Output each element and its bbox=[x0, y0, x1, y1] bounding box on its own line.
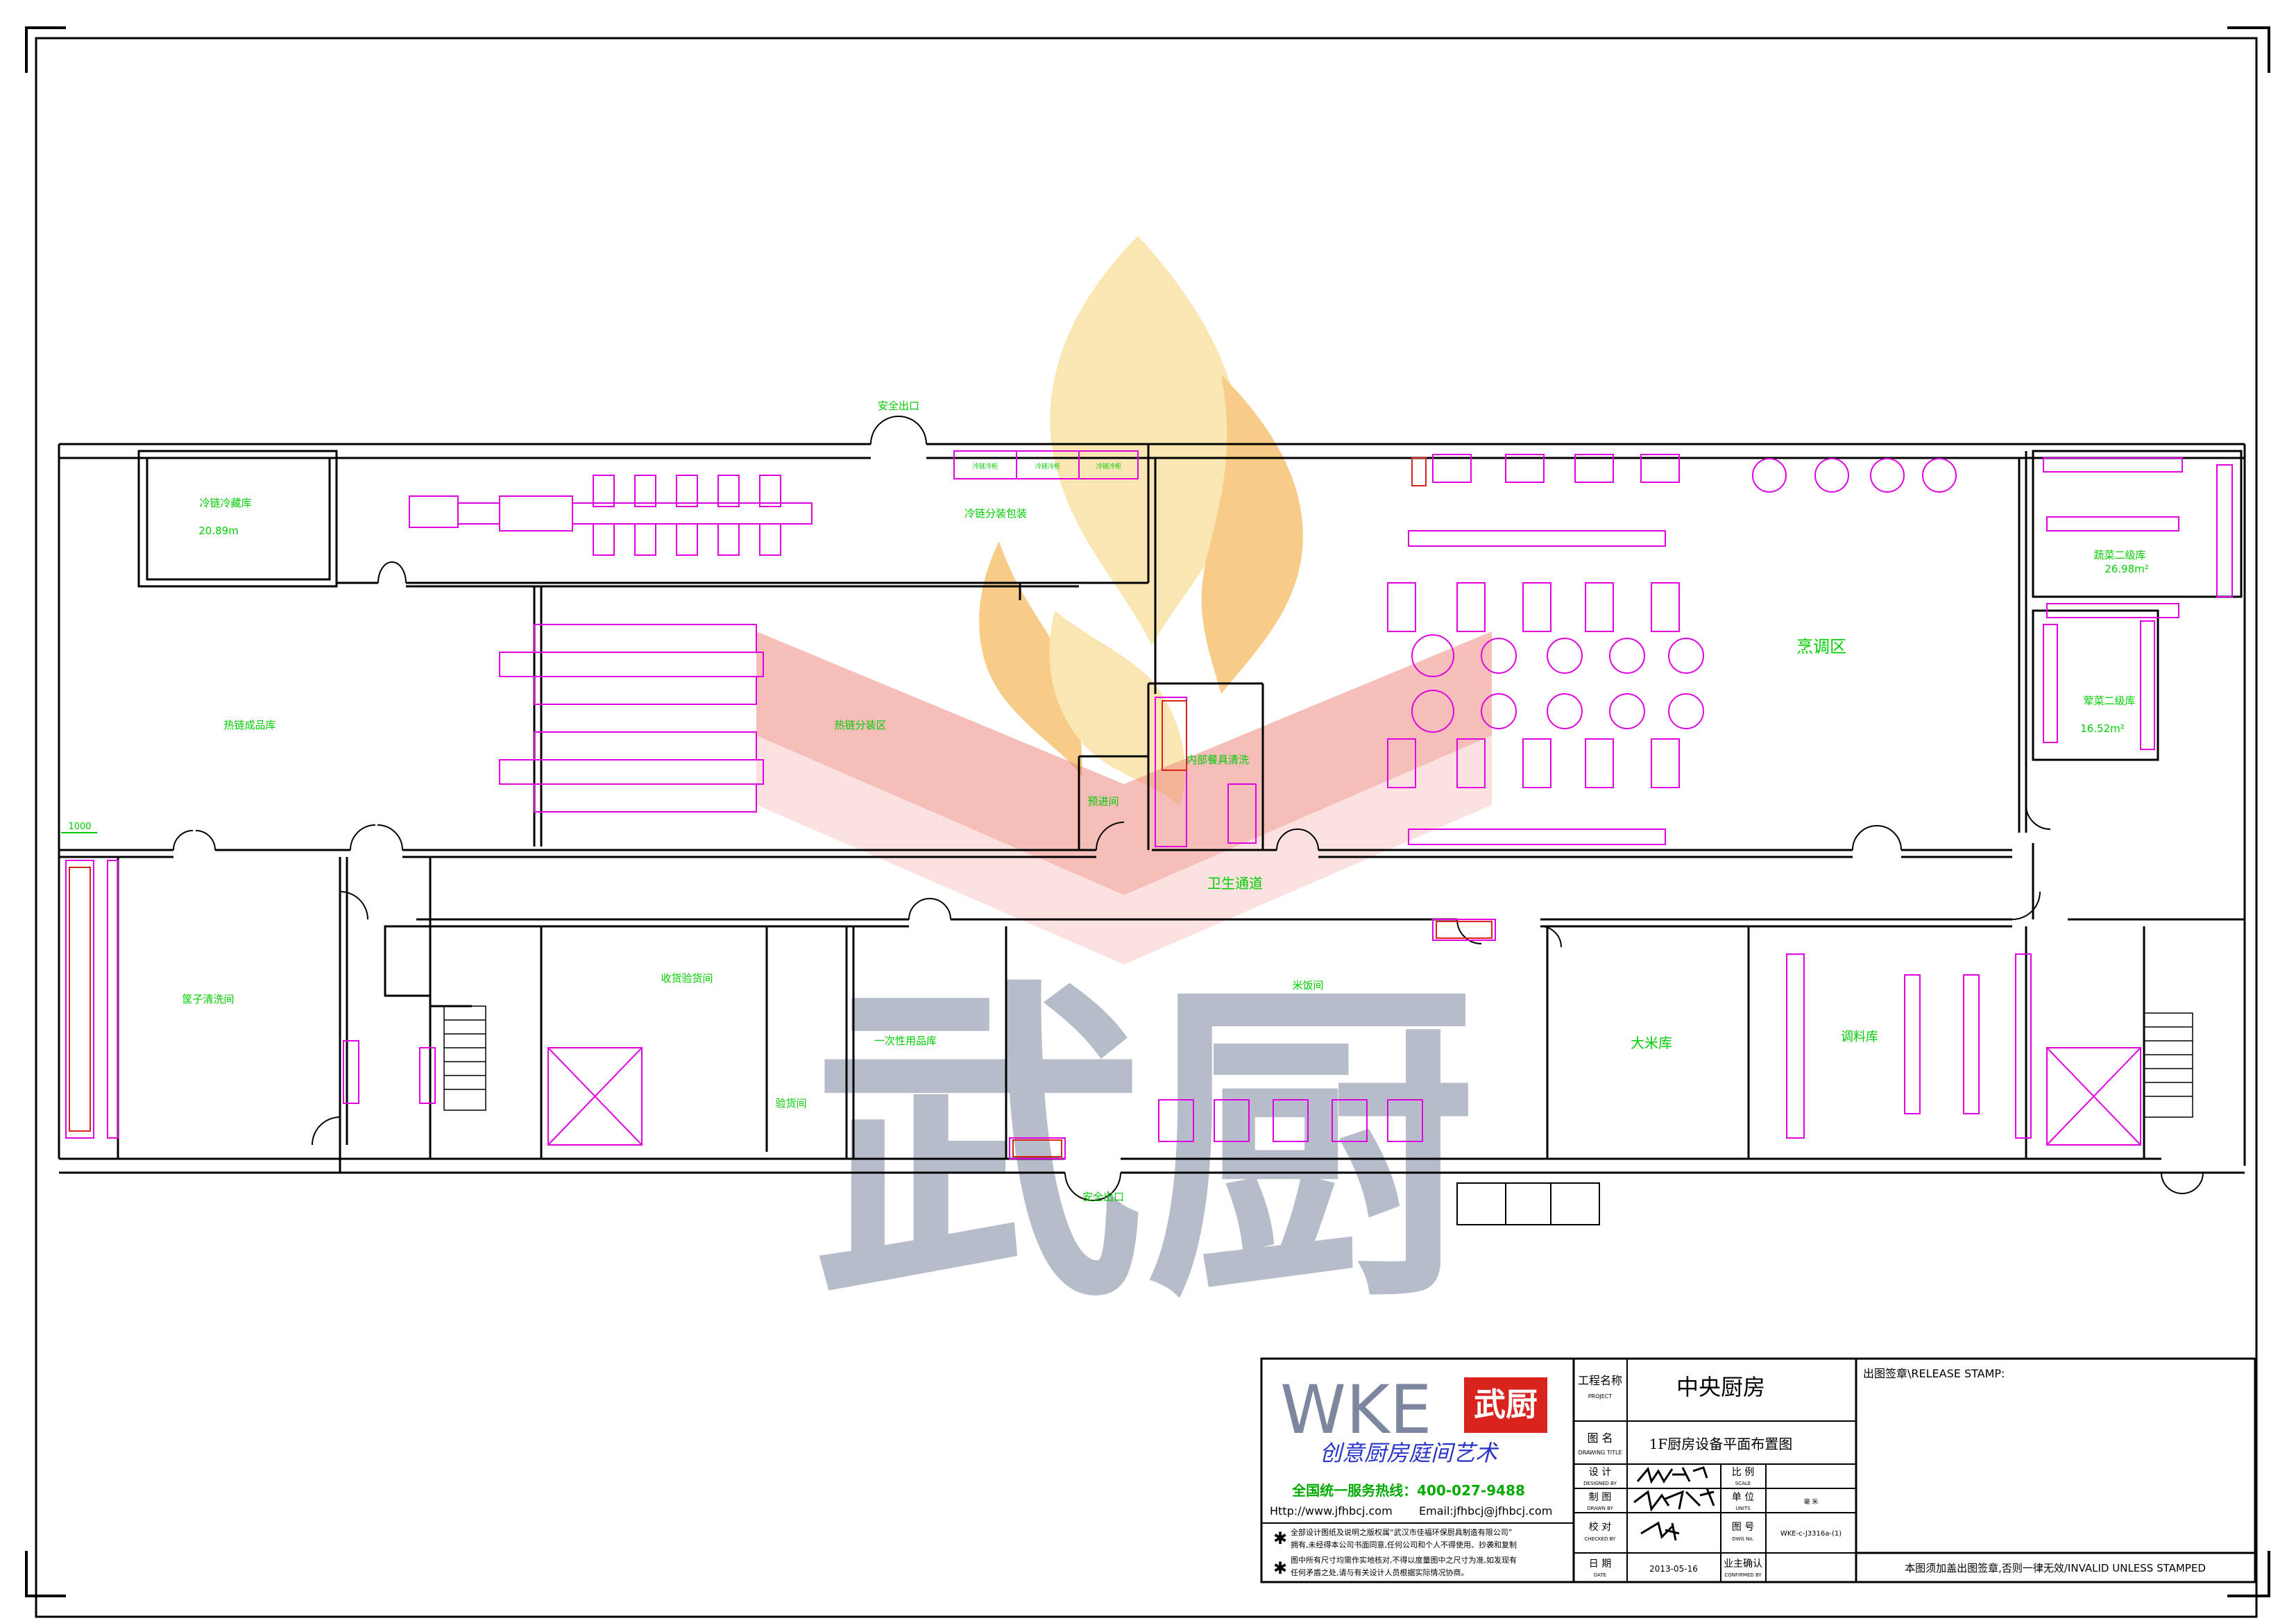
notice-line-1: 全部设计图纸及说明之版权属“武汉市佳福环保厨具制造有限公司” bbox=[1291, 1527, 1512, 1537]
copyright-asterisk-1: ✱ bbox=[1273, 1529, 1287, 1548]
date-label-en: DATE bbox=[1594, 1572, 1606, 1578]
label-disposable: 一次性用品库 bbox=[874, 1035, 937, 1047]
project-value: 中央厨房 bbox=[1676, 1374, 1765, 1400]
number-value: WKE-c-J3316a-(1) bbox=[1780, 1530, 1842, 1538]
unit-label: 单 位 bbox=[1732, 1492, 1754, 1503]
label-meat-secondary-area: 16.52m² bbox=[2080, 722, 2125, 735]
label-cold-box-2: 冷链冷柜 bbox=[1035, 462, 1060, 470]
notice-line-3: 图中所有尺寸均需作实地核对,不得以度量图中之尺寸为准,如发现有 bbox=[1291, 1555, 1517, 1565]
exterior-counter bbox=[1456, 1182, 1600, 1225]
signature-designer bbox=[1636, 1466, 1708, 1484]
label-dim-1000: 1000 bbox=[68, 822, 91, 832]
draw-label: 制 图 bbox=[1589, 1492, 1611, 1503]
scale-label-en: SCALE bbox=[1735, 1481, 1751, 1486]
label-exit-top: 安全出口 bbox=[878, 400, 919, 412]
signature-checker bbox=[1640, 1521, 1680, 1541]
label-receiving: 收货验货间 bbox=[661, 972, 713, 985]
notice-line-4: 任何矛盾之处,请与有关设计人员根据实际情况协商。 bbox=[1291, 1567, 1469, 1577]
label-hot-packing: 热链分装区 bbox=[834, 719, 886, 731]
door-swings bbox=[173, 416, 2204, 1201]
logo-wke: WKE bbox=[1280, 1371, 1432, 1449]
label-veg-secondary: 蔬菜二级库 bbox=[2093, 549, 2145, 561]
drawing-frame bbox=[25, 26, 2270, 1618]
drawing-label: 图 名 bbox=[1587, 1431, 1613, 1445]
label-cold-box-3: 冷链冷柜 bbox=[1096, 462, 1121, 470]
label-meat-secondary: 荤菜二级库 bbox=[2083, 695, 2135, 707]
label-pre-wash: 预进间 bbox=[1087, 795, 1119, 808]
notice-line-2: 拥有,未经得本公司书面同意,任何公司和个人不得使用、抄袭和复制 bbox=[1291, 1540, 1517, 1549]
copyright-asterisk-2: ✱ bbox=[1273, 1558, 1287, 1578]
drawing-value: 1F厨房设备平面布置图 bbox=[1649, 1436, 1793, 1452]
email: Email:jfhbcj@jfhbcj.com bbox=[1419, 1504, 1552, 1518]
walls bbox=[58, 443, 2246, 1174]
check-label: 校 对 bbox=[1589, 1521, 1611, 1533]
logo-slogan: 创意厨房庭间艺术 bbox=[1320, 1440, 1499, 1466]
unit-label-en: UNITS bbox=[1735, 1506, 1751, 1511]
label-rice-store: 大米库 bbox=[1631, 1035, 1672, 1051]
label-cold-box-1: 冷链冷柜 bbox=[973, 462, 998, 470]
signature-drafter bbox=[1633, 1488, 1715, 1512]
label-veg-secondary-area: 26.98m² bbox=[2104, 563, 2149, 575]
date-label: 日 期 bbox=[1589, 1558, 1611, 1570]
draw-label-en: DRAWN BY bbox=[1587, 1506, 1613, 1511]
number-label: 图 号 bbox=[1732, 1522, 1754, 1533]
owner-label-en: CONFIRMED BY bbox=[1724, 1572, 1762, 1578]
label-dish-wash: 内部餐具清洗 bbox=[1187, 754, 1249, 766]
label-sanitary: 卫生通道 bbox=[1207, 875, 1263, 892]
stamp-label: 出图签章\RELEASE STAMP: bbox=[1863, 1367, 2005, 1380]
number-label-en: DWG No. bbox=[1732, 1536, 1754, 1542]
label-inspection: 验货间 bbox=[775, 1097, 806, 1110]
watermark: 武厨 bbox=[756, 236, 1492, 1342]
equipment bbox=[65, 450, 2233, 1159]
unit-value: 毫 米 bbox=[1804, 1497, 1819, 1506]
logo-brand-badge bbox=[1464, 1377, 1547, 1433]
label-cold-packing: 冷链分装包装 bbox=[964, 507, 1027, 520]
label-basket-wash: 筐子清洗间 bbox=[182, 993, 234, 1005]
design-label-en: DESIGNED BY bbox=[1583, 1481, 1617, 1486]
website: Http://www.jfhbcj.com bbox=[1270, 1504, 1393, 1518]
flame-watermark bbox=[979, 236, 1303, 805]
design-label: 设 计 bbox=[1589, 1467, 1611, 1478]
equipment-accents bbox=[69, 457, 1493, 1157]
brand-watermark-text: 武厨 bbox=[812, 954, 1478, 1342]
logo-brand: 武厨 bbox=[1474, 1386, 1538, 1423]
project-label-en: PROJECT bbox=[1588, 1393, 1613, 1400]
room-labels: 冷链冷藏库 20.89m 冷链分装包装 热链成品库 热链分装区 烹调区 蔬菜二级… bbox=[68, 400, 2148, 1203]
label-seasoning: 调料库 bbox=[1841, 1030, 1878, 1044]
hotline: 全国统一服务热线：400-027-9488 bbox=[1291, 1482, 1525, 1499]
label-cold-storage: 冷链冷藏库 bbox=[199, 497, 251, 509]
label-rice-noodle: 米饭间 bbox=[1292, 979, 1323, 992]
stamp-notice: 本图须加盖出图签章,否则一律无效/INVALID UNLESS STAMPED bbox=[1905, 1562, 2206, 1574]
drawing-label-en: DRAWING TITLE bbox=[1578, 1450, 1622, 1456]
check-label-en: CHECKED BY bbox=[1585, 1536, 1617, 1542]
stairs bbox=[443, 1005, 2193, 1118]
label-cold-storage-area: 20.89m bbox=[198, 525, 239, 537]
title-block: WKE 武厨 创意厨房庭间艺术 全国统一服务热线：400-027-9488 Ht… bbox=[1260, 1357, 2256, 1583]
project-label: 工程名称 bbox=[1578, 1374, 1622, 1387]
owner-label: 业主确认 bbox=[1724, 1558, 1762, 1570]
label-hot-finished: 热链成品库 bbox=[223, 719, 275, 731]
label-exit-bottom: 安全出口 bbox=[1082, 1191, 1124, 1203]
date-value: 2013-05-16 bbox=[1649, 1564, 1698, 1574]
scale-label: 比 例 bbox=[1732, 1467, 1754, 1478]
label-cooking: 烹调区 bbox=[1796, 637, 1846, 656]
